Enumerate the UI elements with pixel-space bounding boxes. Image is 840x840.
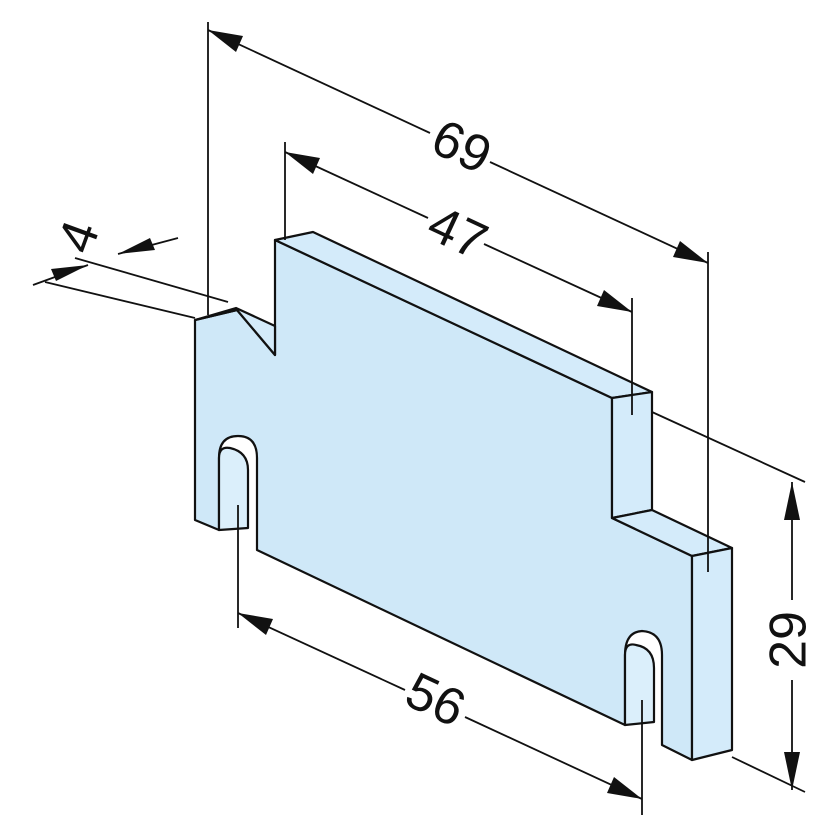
arrow-head bbox=[285, 152, 320, 174]
part-side-face-left bbox=[193, 306, 277, 357]
arrow-head bbox=[784, 752, 800, 790]
overall-length-label: 69 bbox=[423, 109, 500, 186]
arrow-head bbox=[208, 30, 243, 52]
top-tab-length-label: 47 bbox=[419, 195, 496, 272]
slot-left-interior bbox=[217, 446, 250, 532]
arrow-head bbox=[784, 482, 800, 520]
part-body bbox=[193, 230, 734, 762]
part-end-face bbox=[690, 546, 734, 762]
dimension-thickness: 4 bbox=[32, 213, 229, 319]
arrow-head bbox=[118, 238, 155, 254]
slot-spacing-label: 56 bbox=[397, 662, 474, 739]
arrow-head bbox=[238, 613, 273, 635]
arrow-head bbox=[673, 241, 708, 263]
dimension-height: 29 bbox=[651, 411, 818, 793]
thickness-label: 4 bbox=[47, 213, 111, 260]
height-label: 29 bbox=[760, 611, 818, 669]
arrow-head bbox=[597, 290, 632, 312]
arrow-head bbox=[607, 777, 642, 799]
slot-right-interior bbox=[623, 643, 656, 727]
arrow-head bbox=[51, 265, 88, 281]
